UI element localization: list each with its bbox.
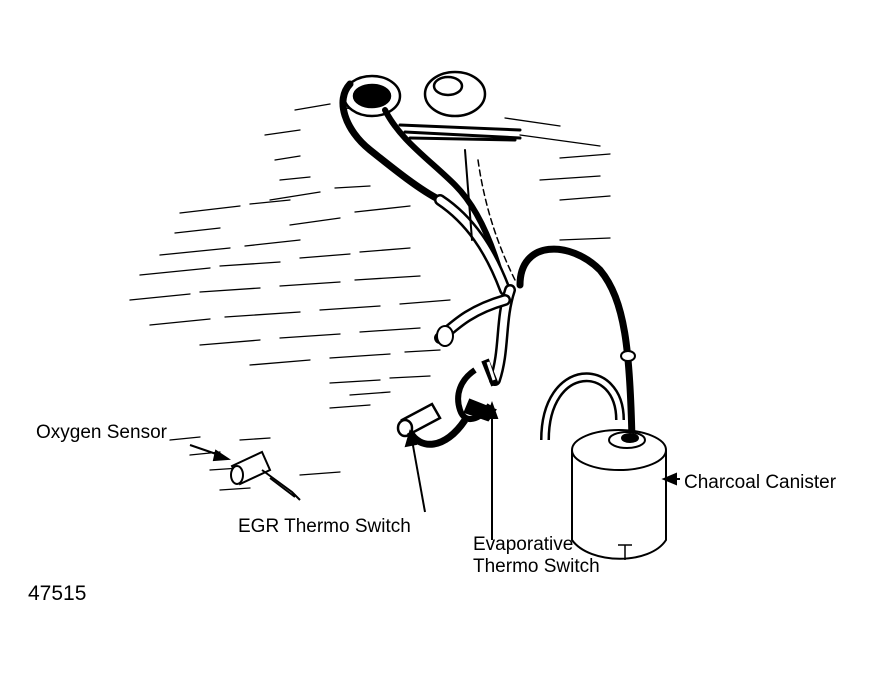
vacuum-modulator-icon	[342, 70, 487, 118]
engine-background-sketch	[129, 103, 611, 491]
vacuum-hose-bundle	[339, 80, 522, 296]
evaporative-thermo-switch-label-line1: Evaporative	[473, 534, 574, 555]
charcoal-canister-icon	[540, 372, 667, 560]
leader-lines	[189, 401, 680, 540]
figure-number: 47515	[28, 582, 87, 605]
oxygen-sensor-label: Oxygen Sensor	[36, 422, 167, 443]
oxygen-sensor-icon	[230, 450, 301, 501]
evaporative-thermo-switch-label-line2: Thermo Switch	[473, 556, 600, 577]
charcoal-canister-label: Charcoal Canister	[684, 472, 837, 493]
coolant-hose	[434, 284, 516, 386]
egr-thermo-switch-label: EGR Thermo Switch	[238, 516, 411, 537]
canister-purge-hose	[516, 245, 636, 444]
